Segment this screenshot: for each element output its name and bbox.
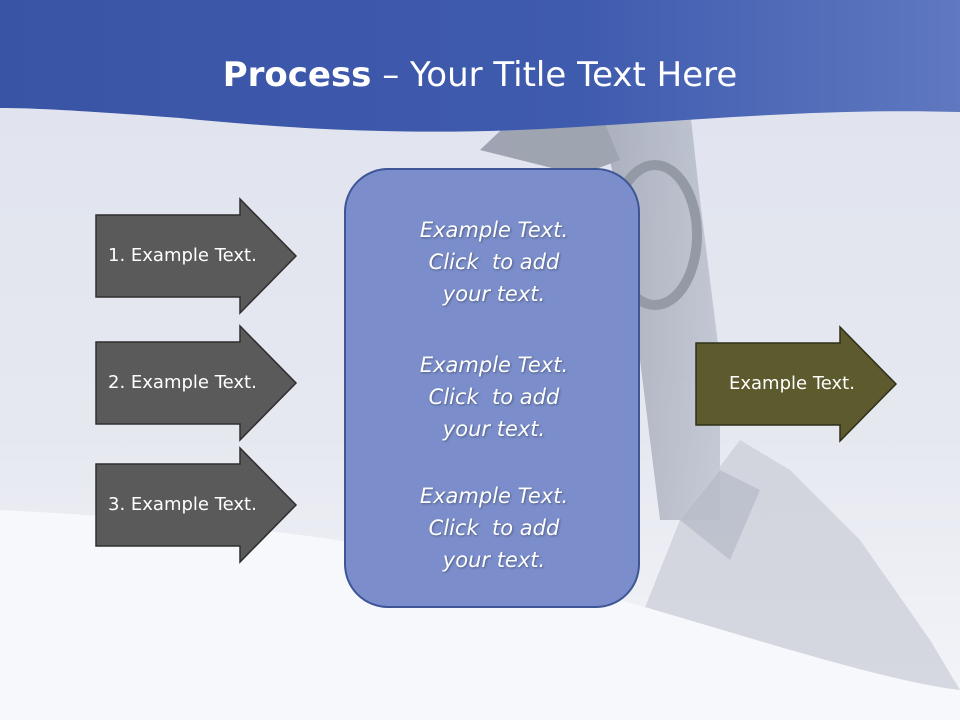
slide-title: Process – Your Title Text Here bbox=[0, 52, 960, 98]
process-text-block-3[interactable]: Example Text. Click to add your text. bbox=[346, 480, 642, 576]
block-1-line-3: your text. bbox=[442, 282, 546, 306]
block-2-line-2: Click to add bbox=[428, 385, 560, 409]
block-3-line-1: Example Text. bbox=[419, 484, 569, 508]
step-arrow-1[interactable] bbox=[95, 197, 298, 315]
process-box[interactable]: Example Text. Click to add your text. Ex… bbox=[344, 168, 640, 608]
block-2-line-3: your text. bbox=[442, 417, 546, 441]
process-text-block-1[interactable]: Example Text. Click to add your text. bbox=[346, 214, 642, 310]
output-label: Example Text. bbox=[729, 373, 855, 394]
title-bold: Process bbox=[222, 55, 372, 95]
block-1-line-2: Click to add bbox=[428, 250, 560, 274]
block-3-line-2: Click to add bbox=[428, 516, 560, 540]
step-label-3: 3. Example Text. bbox=[108, 494, 257, 515]
step-arrow-2[interactable] bbox=[95, 324, 298, 442]
output-arrow[interactable] bbox=[695, 325, 898, 443]
step-label-1: 1. Example Text. bbox=[108, 245, 257, 266]
process-text-block-2[interactable]: Example Text. Click to add your text. bbox=[346, 349, 642, 445]
step-arrow-3[interactable] bbox=[95, 446, 298, 564]
header-band bbox=[0, 0, 960, 132]
title-rest: – Your Title Text Here bbox=[371, 55, 738, 95]
block-2-line-1: Example Text. bbox=[419, 353, 569, 377]
block-3-line-3: your text. bbox=[442, 548, 546, 572]
block-1-line-1: Example Text. bbox=[419, 218, 569, 242]
step-label-2: 2. Example Text. bbox=[108, 372, 257, 393]
